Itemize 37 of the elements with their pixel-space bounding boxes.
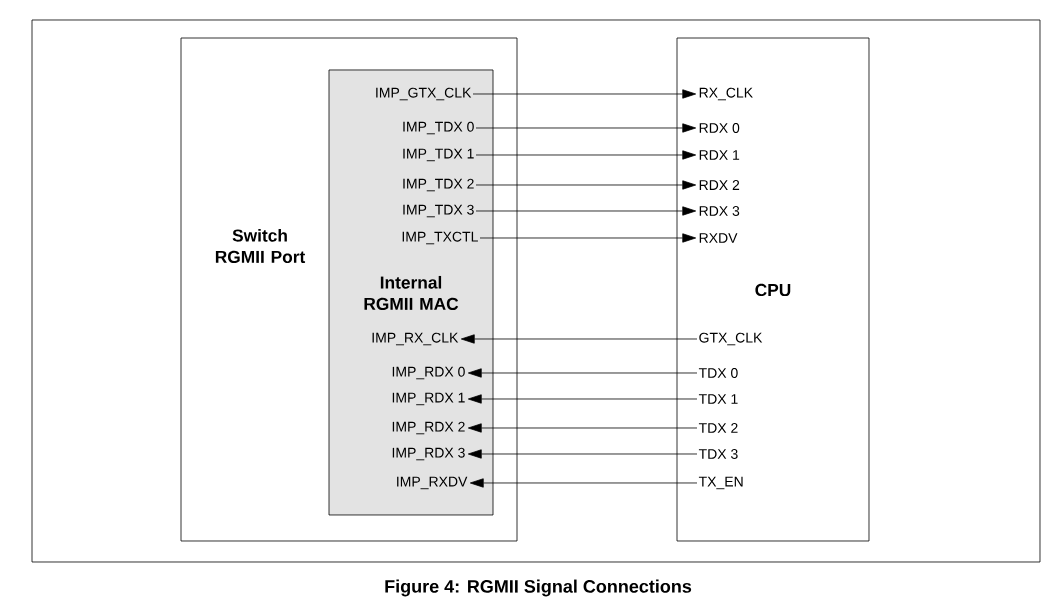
arrow [475,180,697,190]
signal-label: TDX 1 [698,394,738,404]
signal-label: IMP_RDX 3 [392,447,465,461]
signal-label: RDX 0 [699,123,740,133]
arrow [469,478,698,488]
signal-label: TDX 3 [698,449,738,459]
signal-label: IMP_GTX_CLK [376,87,472,101]
signal-label: IMP_RX_CLK [372,332,459,346]
signal-label: RDX 1 [699,150,740,160]
signal-label: IMP_RDX 1 [392,392,465,406]
signal-label: IMP_RDX 0 [392,366,465,380]
signal-label: GTX_CLK [699,332,763,346]
signal-label: TX_EN [698,476,743,490]
arrow [472,89,697,99]
signal-label: IMP_TDX 0 [403,121,474,135]
arrow [467,394,698,404]
signal-label: RDX 2 [699,180,740,190]
signal-label: IMP_RXDV [397,476,468,490]
signal-label: IMP_TDX 2 [403,178,474,192]
signal-label: IMP_TDX 3 [403,204,474,218]
figure-caption: Figure 4: RGMII Signal Connections [385,579,692,597]
arrow [479,233,697,243]
signal-label: IMP_TDX 1 [403,148,474,162]
signal-label: RDX 3 [699,206,740,216]
signal-label: TDX 2 [698,423,738,433]
arrow [467,423,698,433]
arrow [460,334,698,344]
arrow [475,206,697,216]
signal-label: RXDV [699,233,738,243]
signal-label: IMP_TXCTL [402,231,478,245]
arrow [475,150,697,160]
signal-label: RX_CLK [699,87,753,101]
signal-label: TDX 0 [698,368,738,378]
arrow [467,368,698,378]
arrow [475,123,697,133]
arrow [467,449,698,459]
signal-label: IMP_RDX 2 [392,421,465,435]
